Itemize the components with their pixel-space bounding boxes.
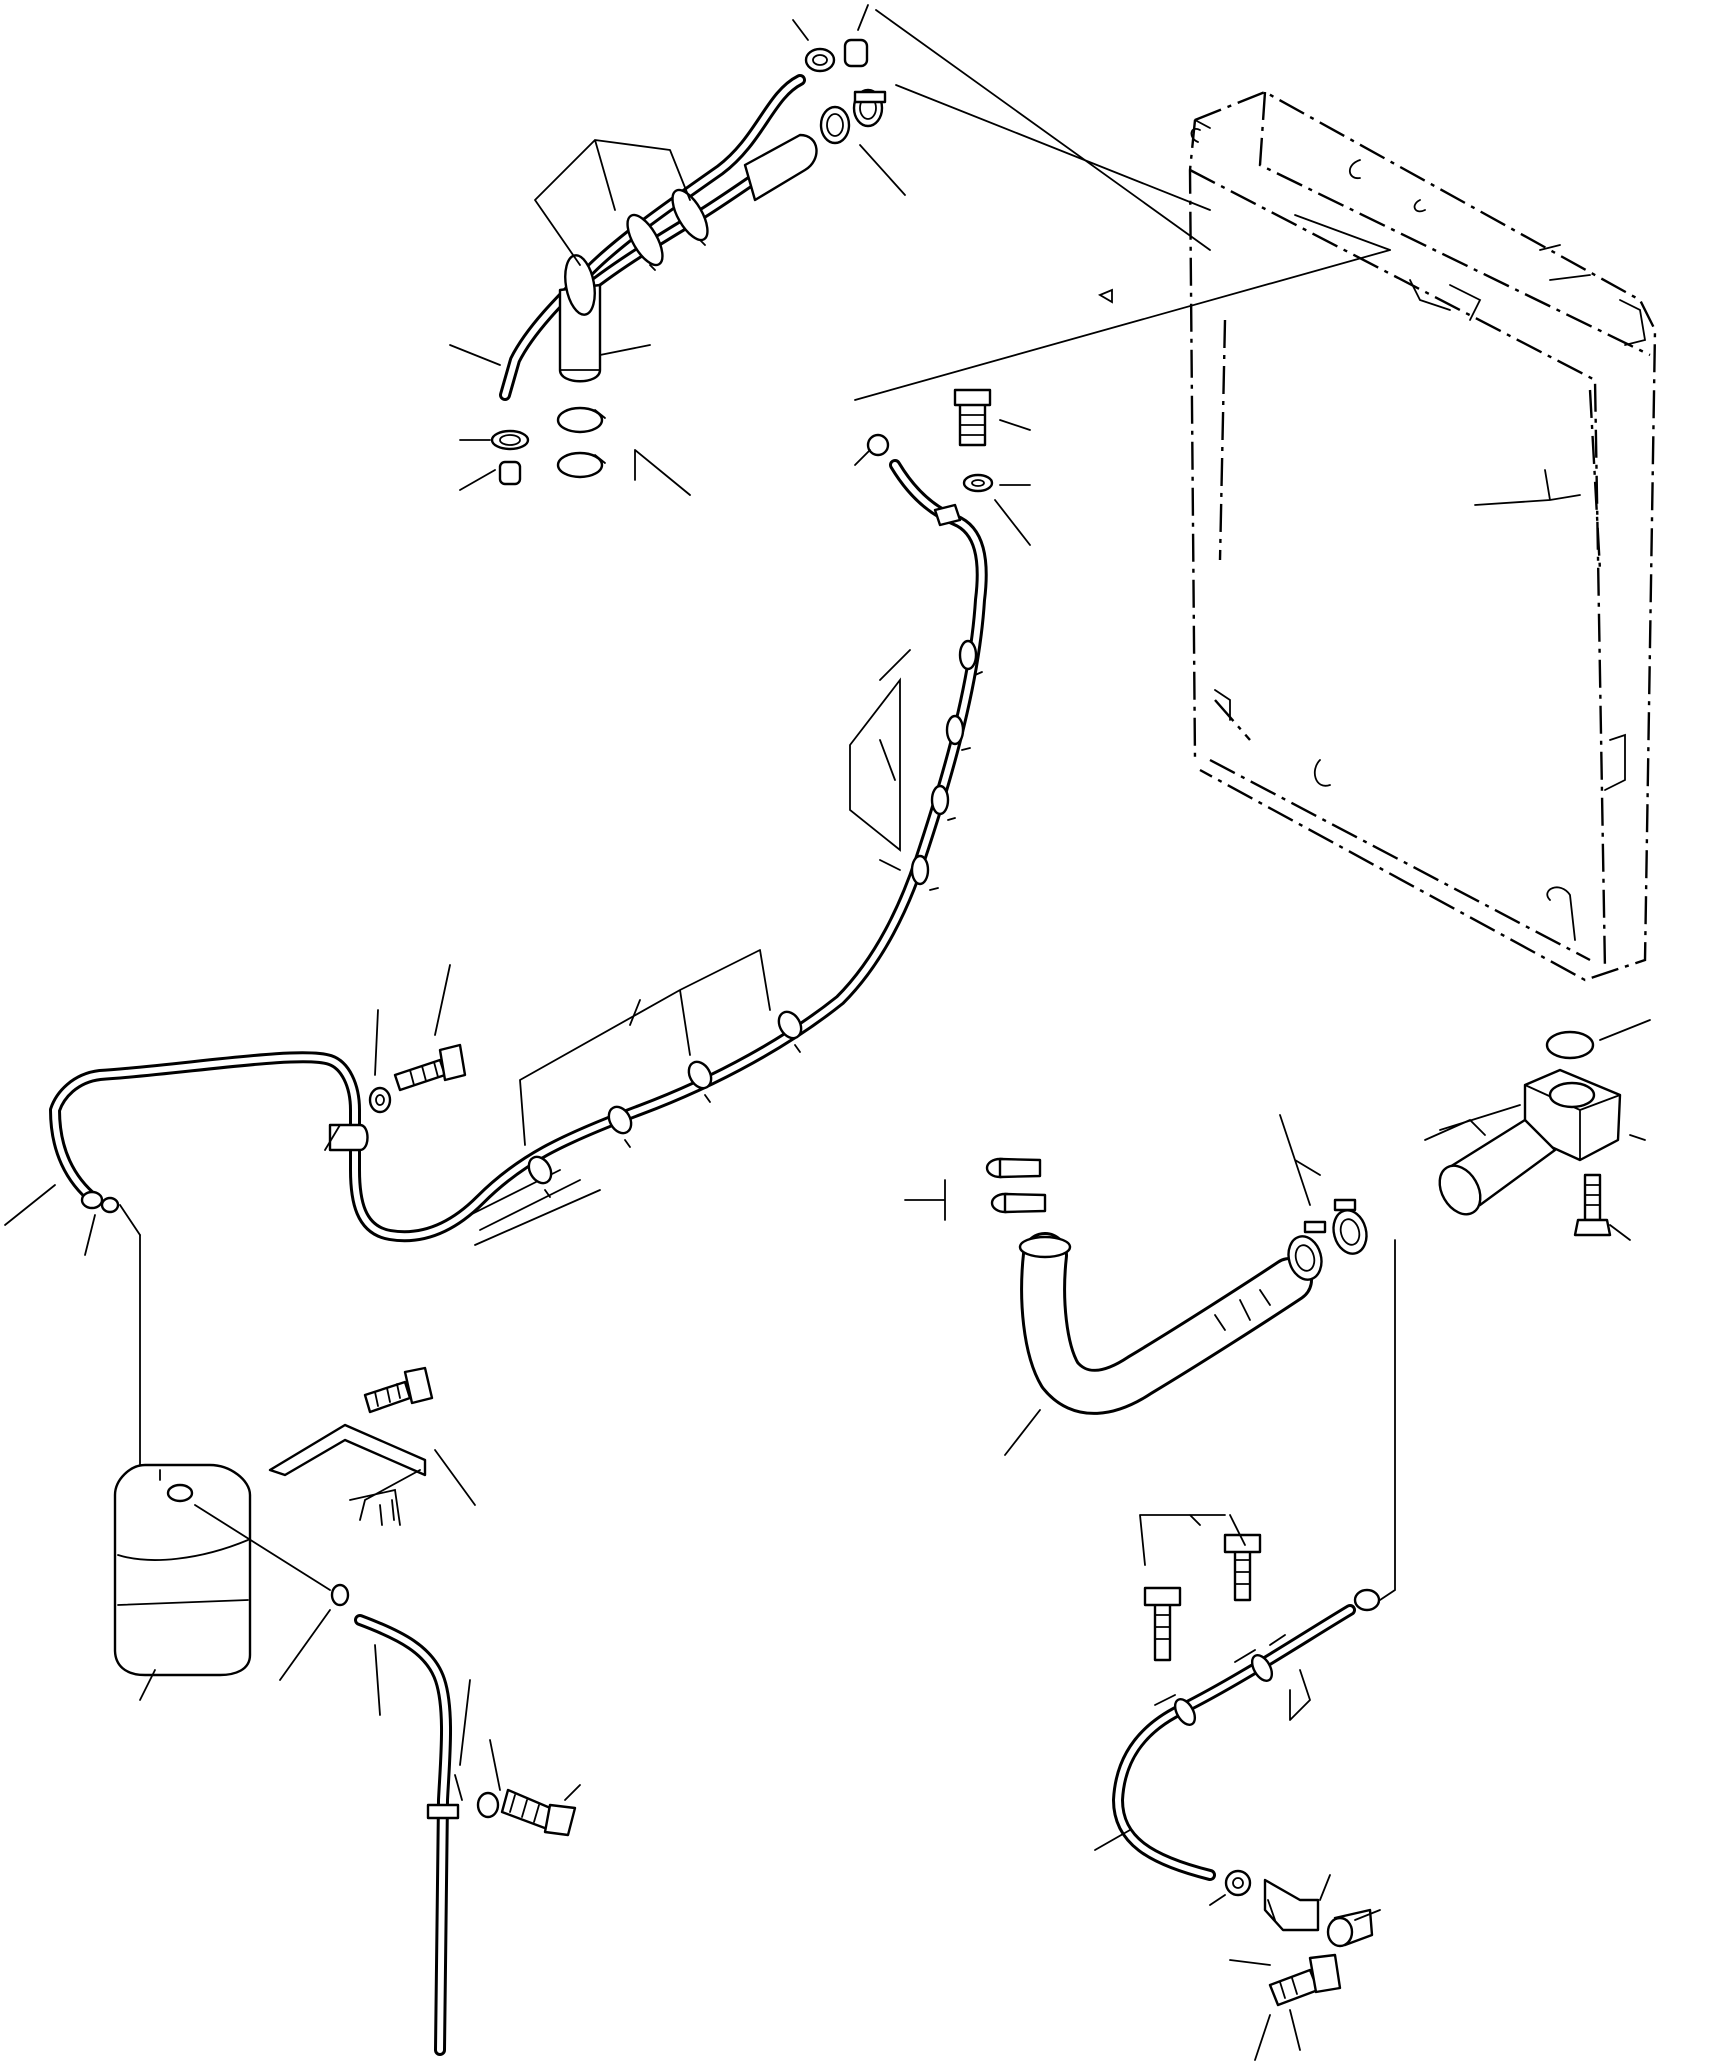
leader-lines xyxy=(119,9,1521,1601)
radiator-outline xyxy=(1097,90,1657,982)
overflow-line xyxy=(49,459,988,1246)
water-outlet-flange xyxy=(1424,1030,1622,1216)
tank-bracket xyxy=(268,1423,427,1526)
lower-hose-clamps xyxy=(985,1157,1368,1281)
upper-hose-clamps xyxy=(804,38,887,145)
lower-tube-assembly xyxy=(1112,1588,1381,1897)
callout-leaders xyxy=(4,4,1651,2061)
bundle-clamp xyxy=(564,188,709,316)
flange-bolt xyxy=(1573,1173,1612,1237)
upper-tube-bundle xyxy=(499,74,818,401)
bolt-left-center xyxy=(368,1043,467,1114)
lower-radiator-hose xyxy=(1018,1232,1313,1415)
drain-valve-bracket xyxy=(1263,1878,1374,2007)
reserve-tank xyxy=(113,1463,252,1677)
upper-lower-clamps xyxy=(490,406,606,486)
bolt-upper-center xyxy=(866,388,994,493)
lower-tube-bolts xyxy=(1143,1533,1262,1662)
overflow-line-clamps xyxy=(80,503,983,1214)
bracket-bolt xyxy=(363,1366,434,1414)
drain-tube xyxy=(330,1583,577,2056)
